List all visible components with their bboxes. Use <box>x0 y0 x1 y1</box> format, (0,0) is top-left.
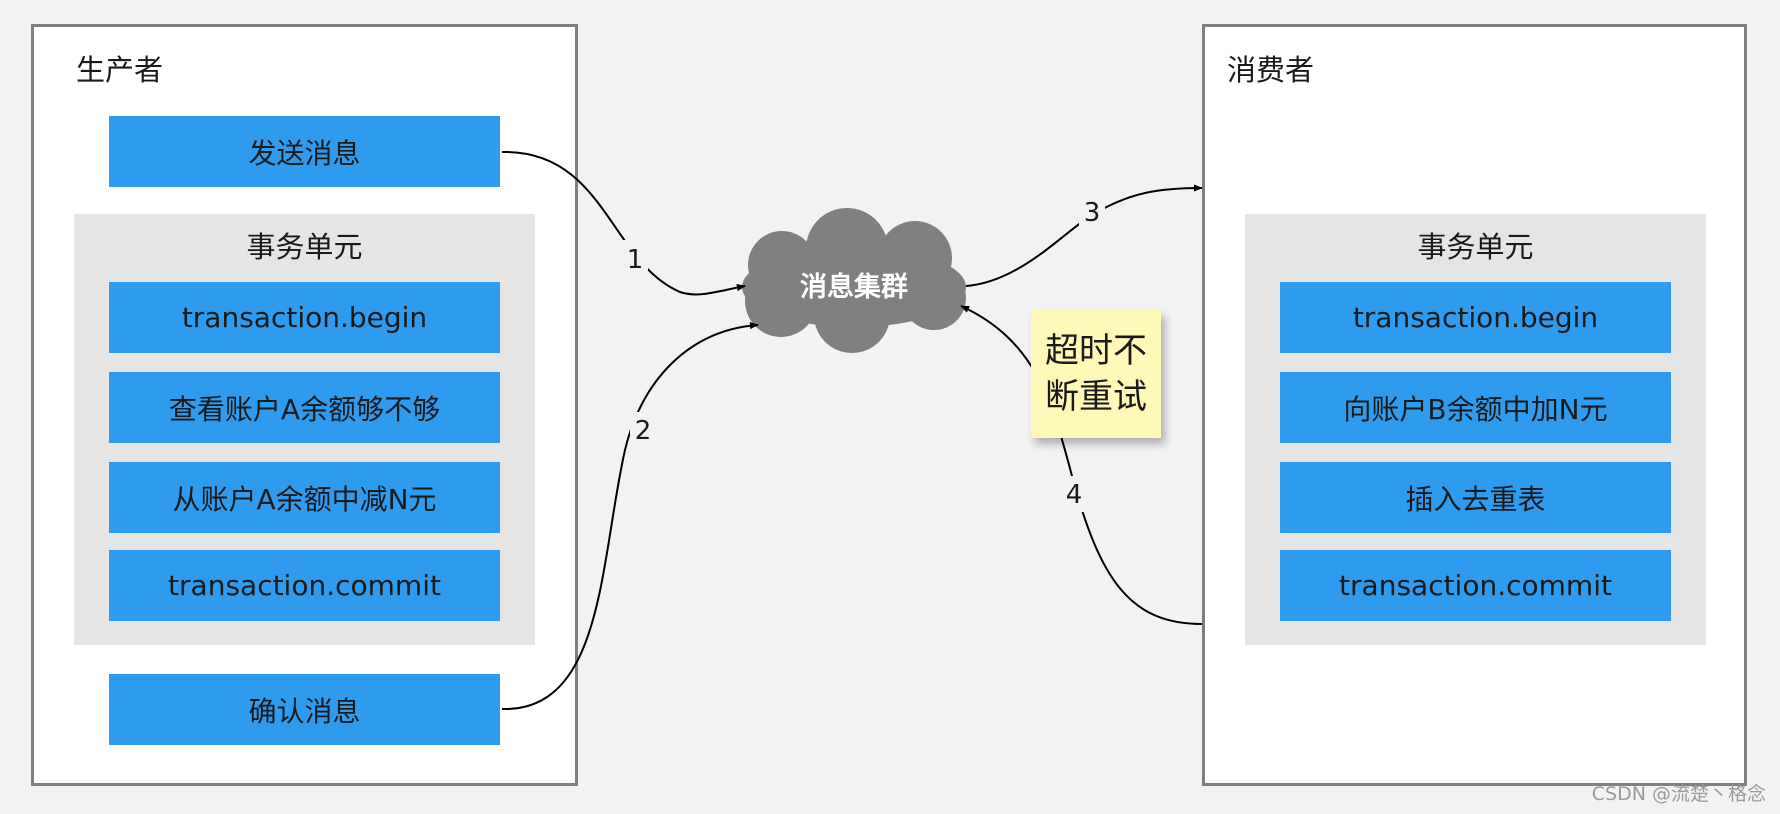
consumer-step-begin: transaction.begin <box>1280 282 1671 353</box>
producer-title: 生产者 <box>76 53 164 87</box>
message-cluster-label: 消息集群 <box>800 272 908 303</box>
edge-2-label: 2 <box>635 416 652 446</box>
sticky-note-line-2: 断重试 <box>1045 377 1147 417</box>
consumer-title: 消费者 <box>1227 53 1315 87</box>
producer-step-check-balance: 查看账户A余额够不够 <box>109 372 500 443</box>
edge-3-label: 3 <box>1084 198 1101 228</box>
producer-step-begin: transaction.begin <box>109 282 500 353</box>
message-cluster-cloud-icon <box>742 208 966 353</box>
producer-step-commit: transaction.commit <box>109 550 500 621</box>
send-message-step: 发送消息 <box>109 116 500 187</box>
consumer-step-credit: 向账户B余额中加N元 <box>1280 372 1671 443</box>
edge-2-path <box>501 321 759 711</box>
consumer-step-insert-dedup: 插入去重表 <box>1280 462 1671 533</box>
producer-step-debit: 从账户A余额中减N元 <box>109 462 500 533</box>
edge-1-label: 1 <box>627 245 644 275</box>
watermark: CSDN @流楚丶格念 <box>1591 783 1766 805</box>
consumer-step-commit: transaction.commit <box>1280 550 1671 621</box>
sticky-note-line-1: 超时不 <box>1045 331 1147 371</box>
producer-unit-title: 事务单元 <box>246 230 363 264</box>
retry-sticky-note: 超时不 断重试 <box>1031 310 1161 438</box>
edge-4-label: 4 <box>1066 480 1083 510</box>
confirm-message-step: 确认消息 <box>109 674 500 745</box>
consumer-unit-title: 事务单元 <box>1417 230 1534 264</box>
